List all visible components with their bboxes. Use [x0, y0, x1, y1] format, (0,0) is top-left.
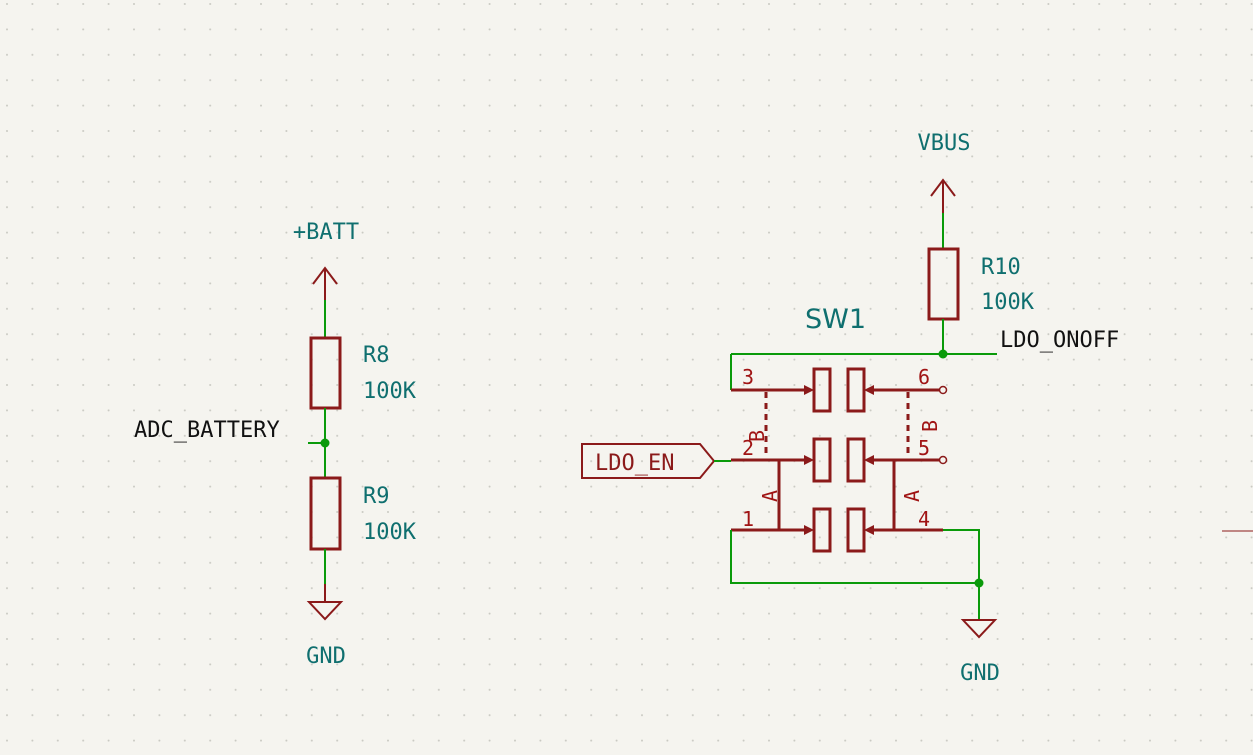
r10-value: 100K [981, 290, 1035, 315]
r9-value: 100K [363, 520, 417, 545]
gnd-left-label: GND [306, 644, 346, 669]
batt-power-symbol[interactable]: +BATT [293, 220, 359, 300]
vbus-power-symbol[interactable]: VBUS [918, 131, 971, 213]
sw1-pin1: 1 [742, 507, 754, 531]
resistor-r9[interactable]: R9 100K [309, 476, 417, 551]
junction-gnd [974, 578, 984, 588]
gnd-power-symbol-left[interactable]: GND [306, 584, 346, 669]
switch-sw1[interactable]: SW1 [731, 304, 948, 553]
wire-pin4-gnd[interactable] [943, 529, 980, 620]
junction-adc [320, 438, 330, 448]
gnd-right-label: GND [960, 661, 1000, 686]
gnd-power-symbol-right[interactable]: GND [960, 619, 1000, 686]
junction-ldo-onoff [938, 349, 948, 359]
ldo-en-text: LDO_EN [595, 451, 674, 476]
sw1-pin3: 3 [742, 365, 754, 389]
r8-value: 100K [363, 379, 417, 404]
r10-ref: R10 [981, 255, 1021, 280]
sw1-section-a-left: A [758, 490, 782, 502]
batt-label: +BATT [293, 220, 359, 245]
battery-divider: +BATT R8 100K ADC_BATTERY R9 100K GND [134, 220, 417, 669]
sw1-pin5: 5 [918, 436, 930, 460]
r9-ref: R9 [363, 484, 390, 509]
ldo-onoff-label[interactable]: LDO_ONOFF [1000, 328, 1119, 353]
ldo-en-global-label[interactable]: LDO_EN [581, 443, 716, 479]
wire-pin1-gnd-loop[interactable] [730, 530, 979, 584]
r8-ref: R8 [363, 343, 390, 368]
ldo-switch-circuit: VBUS R10 100K LDO_ONOFF SW1 [581, 131, 1119, 686]
sw1-pin6: 6 [918, 365, 930, 389]
adc-battery-label[interactable]: ADC_BATTERY [134, 418, 280, 443]
sw1-pin2: 2 [742, 436, 754, 460]
sw1-section-b-left: B [745, 430, 769, 442]
sw1-ref: SW1 [805, 304, 866, 335]
vbus-label: VBUS [918, 131, 971, 156]
resistor-r10[interactable]: R10 100K [927, 247, 1035, 321]
sw1-pin4: 4 [918, 507, 930, 531]
sw1-section-a-right: A [900, 490, 924, 502]
sw1-section-b-right: B [918, 420, 942, 432]
